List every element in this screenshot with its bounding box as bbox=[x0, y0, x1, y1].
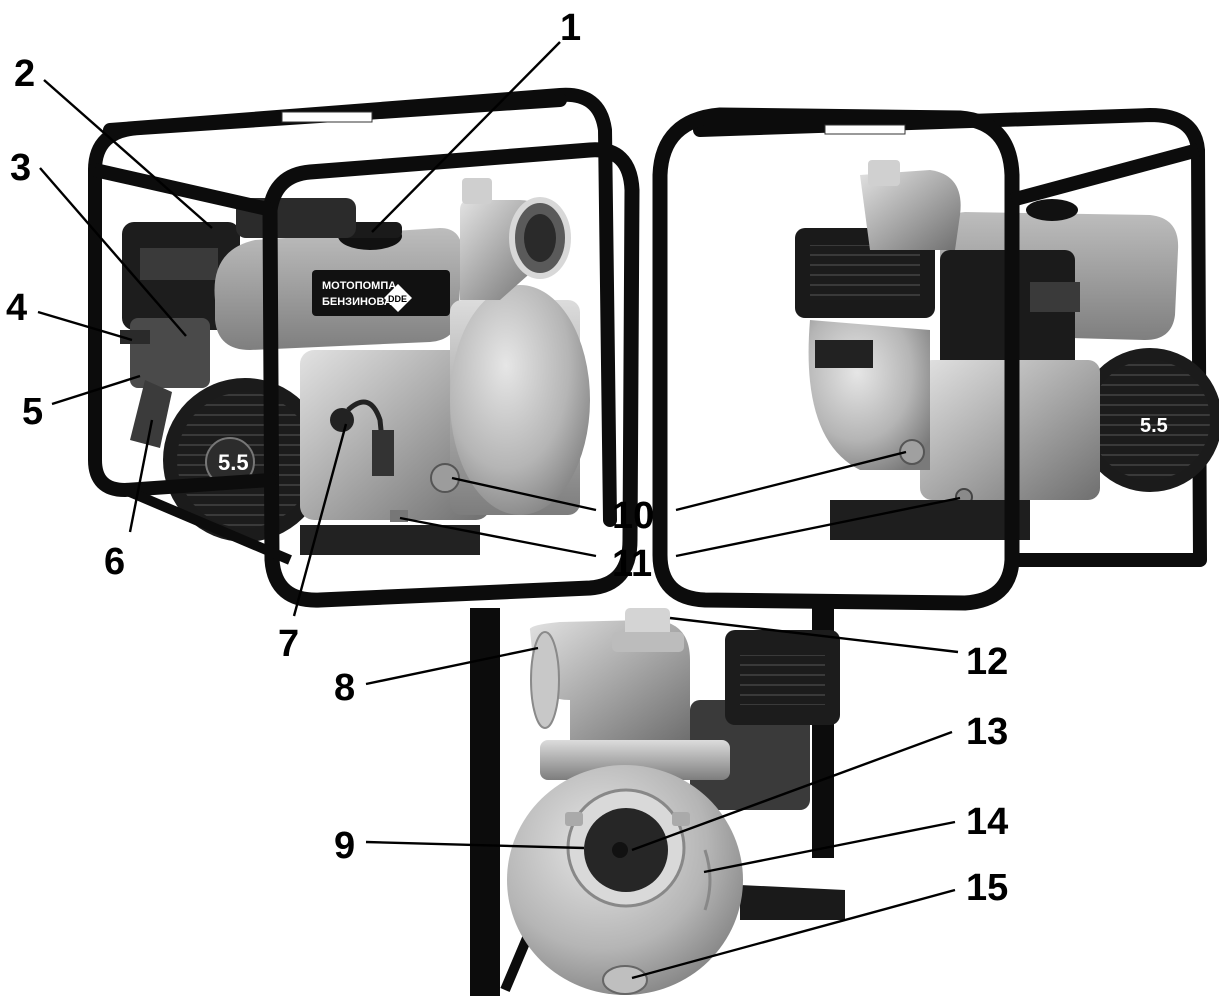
air-filter-label bbox=[140, 248, 218, 280]
leader-14 bbox=[703, 820, 956, 874]
right-view: 5.5 bbox=[652, 107, 1219, 611]
callout-1: 1 bbox=[560, 7, 581, 49]
frame-brace-bottom bbox=[123, 485, 292, 565]
power-badge-text: 5.5 bbox=[218, 450, 249, 475]
frame-front-right bbox=[652, 107, 1020, 611]
pump-housing bbox=[450, 285, 590, 515]
frame-label bbox=[281, 111, 373, 123]
discharge-thread bbox=[530, 631, 560, 729]
callout-8: 8 bbox=[334, 667, 355, 709]
fuel-decal-line1: МОТОПОМПА bbox=[322, 280, 396, 292]
callout-numbers: 1 2 3 4 5 6 7 10 11 8 12 13 9 14 15 bbox=[6, 7, 1008, 909]
spark-plug-cap bbox=[330, 408, 354, 432]
priming-collar bbox=[612, 632, 684, 652]
drain-plug-left bbox=[430, 463, 460, 493]
discharge-outlet-inner bbox=[524, 214, 556, 262]
drain-plug-front bbox=[602, 965, 648, 995]
carburetor bbox=[130, 318, 210, 388]
leader-12 bbox=[669, 616, 959, 654]
leader-13 bbox=[631, 730, 953, 852]
callout-12: 12 bbox=[966, 641, 1008, 683]
air-filter-vents-back bbox=[740, 655, 825, 705]
leader-10b bbox=[675, 450, 907, 512]
frame-side-left bbox=[88, 163, 277, 498]
impeller-eye bbox=[612, 842, 628, 858]
callout-2: 2 bbox=[14, 53, 35, 95]
leader-7 bbox=[292, 423, 348, 617]
base-skid-right bbox=[830, 500, 1030, 540]
front-view bbox=[470, 608, 845, 996]
ignition-coil bbox=[372, 430, 394, 476]
frame-label-right bbox=[824, 124, 906, 135]
fuel-decal-line2: БЕНЗИНОВАЯ bbox=[322, 296, 400, 308]
callout-14: 14 bbox=[966, 801, 1008, 843]
recoil-grille-right bbox=[1090, 360, 1210, 480]
starter-handle bbox=[130, 380, 172, 448]
priming-cap bbox=[462, 178, 492, 204]
leader-lines bbox=[37, 41, 961, 980]
leader-4 bbox=[37, 310, 133, 342]
pump-label-right bbox=[815, 340, 873, 368]
leader-11b bbox=[675, 496, 961, 558]
callout-11: 11 bbox=[612, 543, 652, 585]
callout-9: 9 bbox=[334, 825, 355, 867]
engine-back bbox=[690, 700, 810, 810]
fuel-cap-right bbox=[1026, 199, 1078, 221]
callout-10: 10 bbox=[612, 495, 654, 537]
muffler-vents bbox=[810, 245, 920, 300]
frame-brace-left bbox=[93, 163, 274, 217]
leader-15 bbox=[631, 888, 956, 980]
left-view: 5.5 л.с. МОТОПОМПА БЕНЗИНОВАЯ DDE bbox=[88, 87, 640, 608]
air-filter-label-right bbox=[1030, 282, 1080, 312]
leader-5 bbox=[51, 374, 141, 406]
bolt-left bbox=[565, 812, 583, 826]
bolt-right bbox=[672, 812, 690, 826]
leader-11a bbox=[399, 516, 597, 558]
callout-13: 13 bbox=[966, 711, 1008, 753]
leader-3 bbox=[39, 167, 187, 337]
brand-text: DDE bbox=[388, 294, 407, 304]
discharge-elbow-right bbox=[860, 170, 961, 250]
spark-plug-wire bbox=[346, 399, 388, 471]
leader-6 bbox=[128, 419, 154, 533]
power-badge-right: 5.5 bbox=[1140, 415, 1168, 437]
leader-2 bbox=[43, 79, 213, 229]
leader-8 bbox=[365, 646, 539, 686]
frame-base-bottom bbox=[740, 885, 845, 920]
choke-lever bbox=[120, 330, 150, 344]
base-skid-left bbox=[300, 525, 480, 555]
frame-link-right-top bbox=[1010, 143, 1200, 207]
leader-10a bbox=[451, 476, 597, 512]
callout-6: 6 bbox=[104, 541, 125, 583]
callout-7: 7 bbox=[278, 623, 299, 665]
leader-9 bbox=[365, 840, 585, 850]
callout-4: 4 bbox=[6, 287, 27, 329]
frame-back-right bbox=[693, 107, 1207, 567]
callout-3: 3 bbox=[10, 147, 31, 189]
frame-front-left bbox=[262, 142, 640, 608]
fuel-decal bbox=[312, 270, 450, 316]
priming-cap-right bbox=[868, 160, 900, 186]
pump-flange-front bbox=[540, 740, 730, 780]
callout-15: 15 bbox=[966, 867, 1008, 909]
housing-arc bbox=[703, 849, 712, 911]
leader-1 bbox=[371, 41, 561, 233]
drain-plug-right bbox=[899, 439, 925, 465]
brand-badge bbox=[384, 284, 412, 312]
callout-5: 5 bbox=[22, 391, 43, 433]
frame-upright-left bbox=[470, 608, 500, 996]
